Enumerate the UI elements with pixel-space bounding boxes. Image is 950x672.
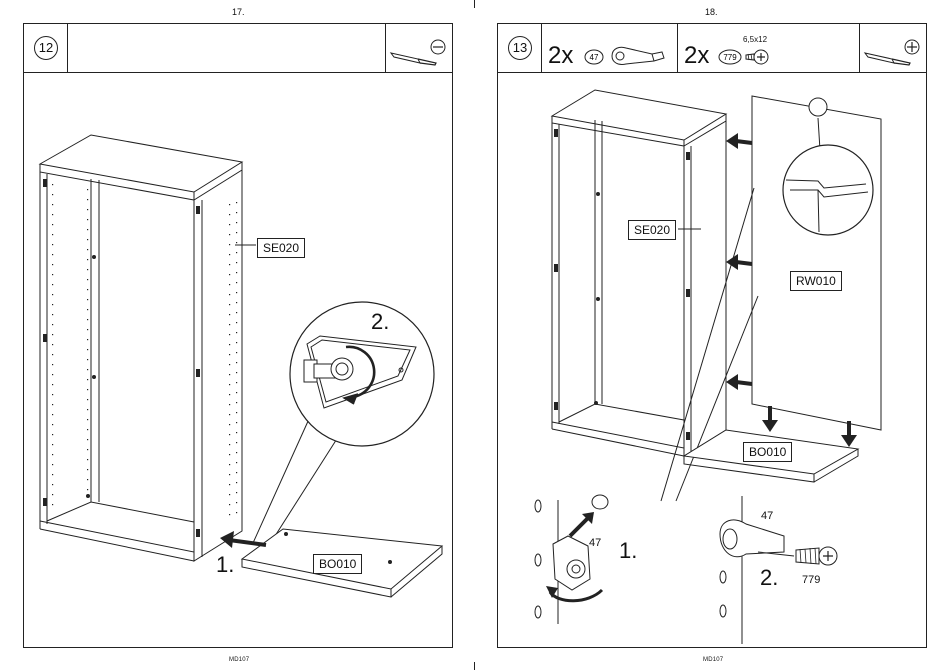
label-back-panel: RW010 — [790, 271, 842, 291]
label-bottom-panel: BO010 — [313, 554, 362, 574]
callout-action-1: 1. — [619, 538, 637, 564]
page-number-left: 17. — [232, 7, 245, 17]
step-13-illustration — [498, 24, 928, 649]
instruction-panel-step-12: 12 — [23, 23, 453, 648]
label-side-panel: SE020 — [628, 220, 676, 240]
part-number-connector: 47 — [761, 510, 773, 522]
page-number-right: 18. — [705, 7, 718, 17]
part-number-connector: 47 — [589, 537, 601, 549]
instruction-panel-step-13: 13 2x 47 2x 779 6,5x12 — [497, 23, 927, 648]
label-side-panel: SE020 — [257, 238, 305, 258]
footer-code-right: MD107 — [703, 657, 723, 663]
crop-mark — [474, 0, 475, 8]
crop-mark — [474, 662, 475, 670]
step-12-illustration — [24, 24, 454, 649]
callout-action-2: 2. — [371, 309, 389, 335]
callout-action-2: 2. — [760, 565, 778, 591]
part-number-screw: 779 — [802, 574, 820, 586]
footer-code-left: MD107 — [229, 657, 249, 663]
label-bottom-panel: BO010 — [743, 442, 792, 462]
callout-action-1: 1. — [216, 552, 234, 578]
